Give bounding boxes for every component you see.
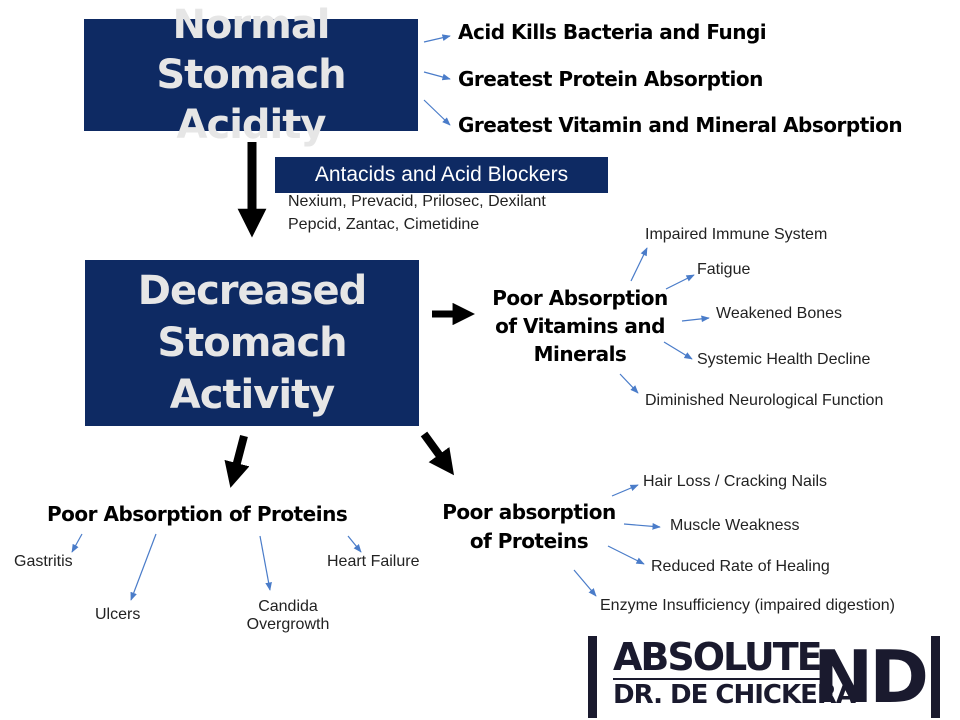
arrow-candida [259,535,272,591]
normal-acidity-box: Normal Stomach Acidity [84,2,418,148]
arrow-to-protein-absorption [423,71,451,81]
vitamins-title-line2: of Vitamins and [495,314,665,338]
arrow-hair [611,484,639,497]
arrow-systemic [663,341,693,360]
proteins-left-title: Poor Absorption of Proteins [47,502,348,526]
vitamins-title: Poor Absorption of Vitamins and Minerals [482,284,678,368]
effect-healing: Reduced Rate of Healing [651,558,830,575]
arrow-gastritis [71,533,83,553]
decreased-box-line2: Stomach [157,320,347,366]
effect-heart: Heart Failure [327,553,420,570]
effect-candida-line1: Candida [258,598,318,615]
arrow-to-vitamin-absorption [423,99,451,126]
arrow-muscle [623,523,661,530]
logo-text-area: ABSOLUTE DR. DE CHICKERA ND [597,636,931,718]
arrow-to-proteins-right [420,431,455,476]
vitamins-title-line1: Poor Absorption [492,286,668,310]
effect-enzyme: Enzyme Insufficiency (impaired digestion… [600,597,895,614]
antacid-drugs-line2: Pepcid, Zantac, Cimetidine [288,216,480,233]
logo-absolute-text: ABSOLUTE [613,635,823,679]
decreased-box-line1: Decreased [137,268,367,314]
effect-fatigue: Fatigue [697,261,751,278]
proteins-right-title: Poor absorption of Proteins [432,498,626,556]
antacid-drugs-line1: Nexium, Prevacid, Prilosec, Dexilant [288,193,546,210]
arrow-enzyme [573,569,597,597]
effect-gastritis: Gastritis [14,553,73,570]
proteins-right-title-line2: of Proteins [469,529,589,553]
normal-box-line1: Normal [172,2,330,48]
logo-right-bar [931,636,940,718]
benefit-vitamin: Greatest Vitamin and Mineral Absorption [458,113,903,137]
logo-nd-text: ND [812,635,929,719]
absolute-nd-logo: ABSOLUTE DR. DE CHICKERA ND [588,636,940,718]
proteins-right-title-line1: Poor absorption [442,500,616,524]
arrow-healing [607,545,645,565]
benefit-protein: Greatest Protein Absorption [458,67,763,91]
effect-ulcers: Ulcers [95,606,141,623]
arrow-neuro [619,373,639,394]
benefit-acid-kills: Acid Kills Bacteria and Fungi [458,20,767,44]
arrow-bones [681,315,710,323]
effect-bones: Weakened Bones [716,305,843,322]
logo-left-bar [588,636,597,718]
logo-doctor-text: DR. DE CHICKERA [613,680,856,710]
antacids-label-box: Antacids and Acid Blockers [275,157,608,193]
decreased-box-line3: Activity [169,372,335,418]
normal-box-line2: Stomach Acidity [156,52,346,148]
logo-rule [613,678,823,680]
effect-systemic: Systemic Health Decline [697,351,871,368]
decreased-activity-box: Decreased Stomach Activity [85,260,419,426]
arrow-to-acid-kills [423,34,451,43]
effect-immune: Impaired Immune System [645,226,828,243]
arrow-to-proteins-left [224,434,250,488]
arrow-ulcers [130,533,157,601]
arrow-heart [347,535,362,553]
arrow-immune [630,247,648,282]
arrow-fatigue [665,274,695,290]
vitamins-title-line3: Minerals [533,342,627,366]
effect-hair: Hair Loss / Cracking Nails [643,473,828,490]
effect-candida-line2: Overgrowth [246,616,330,633]
effect-muscle: Muscle Weakness [670,517,800,534]
effect-neuro: Diminished Neurological Function [645,392,884,409]
effect-candida: Candida Overgrowth [228,598,348,634]
